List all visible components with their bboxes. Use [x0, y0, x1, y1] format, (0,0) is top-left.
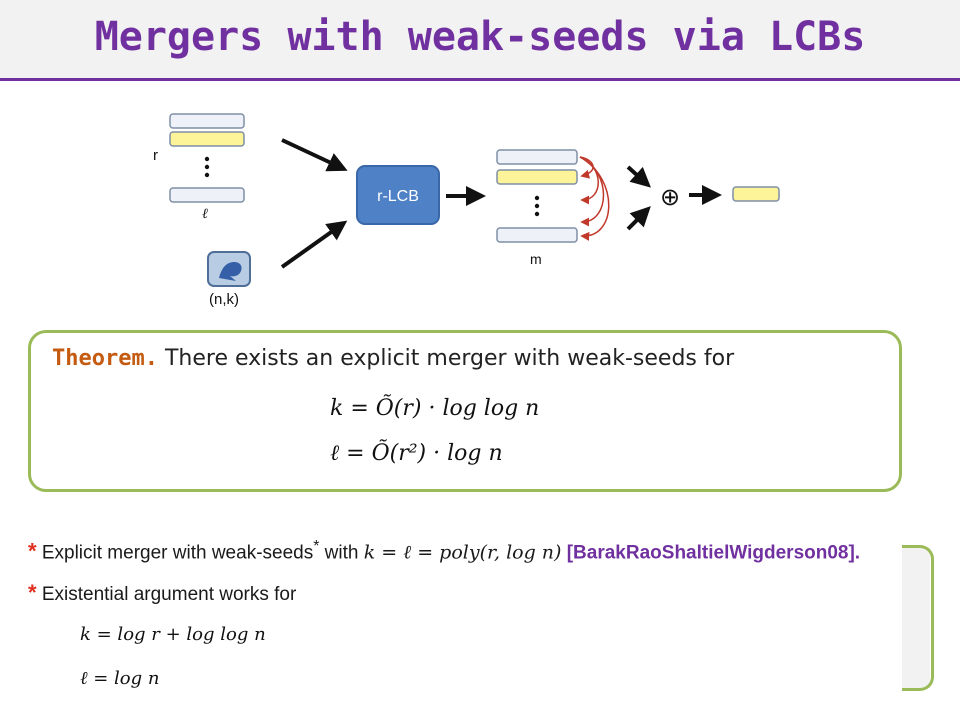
input-row-3: [169, 187, 245, 203]
label-ell: ℓ: [202, 206, 208, 222]
theorem-text: There exists an explicit merger with wea…: [164, 346, 735, 371]
note2-text: Existential argument works for: [41, 584, 297, 605]
title-bar: [0, 0, 960, 81]
label-r: r: [153, 147, 158, 164]
xor-symbol: ⊕: [660, 183, 680, 211]
output-row-1: [496, 149, 578, 165]
theorem-label: Theorem.: [52, 346, 158, 371]
arm-icon: [219, 262, 242, 281]
lcb-label: r-LCB: [377, 188, 419, 205]
input-row-2: [169, 131, 245, 147]
note1-math: k = ℓ = poly(r, log n): [363, 541, 562, 564]
lcb-box: [356, 165, 440, 225]
theorem-statement: Theorem. There exists an explicit merger…: [52, 346, 734, 371]
theorem-eq-k: k = Õ(r) · log log n: [330, 396, 540, 421]
merger-diagram: r ℓ (n,k) r-LCB m ⊕: [153, 113, 780, 308]
note1-sup: *: [313, 538, 320, 555]
note1-ref: [BarakRaoShaltielWigderson08].: [566, 542, 861, 564]
slide-title: Mergers with weak-seeds via LCBs: [94, 14, 866, 60]
existential-eq-k: k = log r + log log n: [80, 624, 266, 645]
theorem-box: [28, 330, 902, 492]
star-marker: *: [28, 538, 37, 564]
existential-eq-ell: ℓ = log n: [80, 668, 160, 689]
vdots: [204, 156, 210, 162]
theorem-eq-ell: ℓ = Õ(r²) · log n: [330, 441, 503, 466]
label-m: m: [530, 251, 542, 267]
note1-text: Explicit merger with weak-seeds: [41, 542, 314, 564]
final-output: [732, 186, 780, 202]
output-row-2: [496, 169, 578, 185]
output-row-3: [496, 227, 578, 243]
side-bracket: [902, 545, 934, 691]
note-2: * Existential argument works for: [28, 580, 296, 606]
star-marker-2: *: [28, 580, 37, 605]
note1-with: with: [324, 542, 359, 564]
label-nk: (n,k): [209, 291, 239, 308]
input-row-1: [169, 113, 245, 129]
note-1: * Explicit merger with weak-seeds* with …: [28, 538, 860, 564]
side-shade: [902, 548, 930, 688]
